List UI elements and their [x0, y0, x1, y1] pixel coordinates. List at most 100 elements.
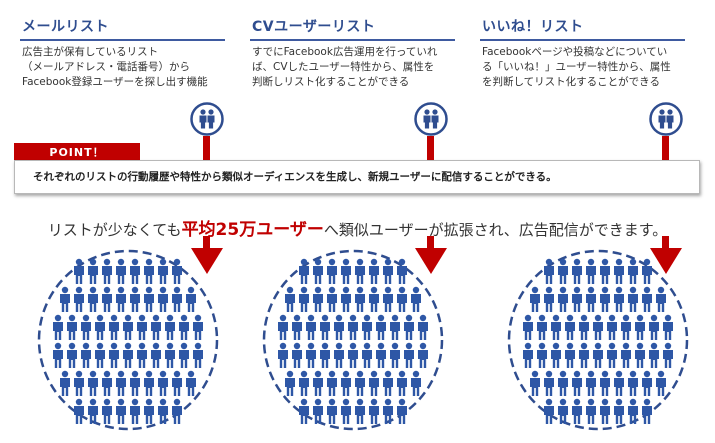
person-icon	[411, 286, 421, 312]
down-arrow-icon	[191, 248, 223, 274]
person-icon	[88, 398, 98, 424]
person-icon	[341, 398, 351, 424]
person-icon	[600, 370, 610, 396]
person-icon	[334, 314, 344, 340]
users-icon	[414, 102, 448, 136]
point-label: POINT！	[14, 143, 140, 162]
person-icon	[544, 286, 554, 312]
person-icon	[327, 398, 337, 424]
column-description: Facebookページや投稿などについてい る「いいね！」ユーザー特性から、属性…	[482, 46, 671, 88]
person-icon	[137, 314, 147, 340]
person-icon	[313, 258, 323, 284]
person-icon	[418, 314, 428, 340]
column-title: いいね！リスト	[482, 19, 584, 35]
person-icon	[586, 258, 596, 284]
person-icon	[193, 342, 203, 368]
person-icon	[115, 398, 126, 424]
person-icon	[369, 286, 379, 312]
person-icon	[101, 286, 112, 312]
person-icon	[551, 314, 561, 340]
person-icon	[355, 258, 365, 284]
person-icon	[327, 370, 337, 396]
person-icon	[600, 286, 610, 312]
person-icon	[313, 370, 323, 396]
person-icon	[74, 258, 84, 284]
column-description: 広告主が保有しているリスト （メールアドレス・電話番号）から Facebook登…	[22, 46, 208, 88]
person-icon	[313, 398, 323, 424]
person-icon	[53, 314, 63, 340]
person-icon	[362, 342, 372, 368]
person-icon	[320, 342, 330, 368]
person-icon	[306, 342, 316, 368]
connector-line	[427, 236, 434, 250]
headline-highlight: 平均25万ユーザー	[181, 220, 324, 240]
person-icon	[649, 314, 659, 340]
person-icon	[614, 398, 624, 424]
person-icon	[397, 398, 407, 424]
person-icon	[628, 286, 638, 312]
person-icon	[649, 342, 659, 368]
person-icon	[642, 398, 652, 424]
person-icon	[663, 314, 673, 340]
person-icon	[558, 370, 568, 396]
person-icon	[122, 342, 133, 368]
person-icon	[621, 314, 631, 340]
person-icon	[74, 398, 84, 424]
person-icon	[530, 370, 540, 396]
person-icon	[144, 370, 154, 396]
person-icon	[614, 258, 624, 284]
person-icon	[158, 370, 168, 396]
column-cv-user-list: CVユーザーリスト すでにFacebook広告運用を行っていれ ば、CVしたユー…	[250, 0, 460, 90]
headline: リストが少なくても平均25万ユーザーへ類似ユーザーが拡張され、広告配信ができます…	[0, 215, 715, 240]
person-icon	[355, 286, 365, 312]
person-icon	[130, 370, 140, 396]
person-icon	[607, 342, 617, 368]
person-icon	[165, 314, 175, 340]
column-like-list: いいね！リスト Facebookページや投稿などについてい る「いいね！」ユーザ…	[480, 0, 690, 90]
person-icon	[172, 286, 182, 312]
person-icon	[607, 314, 617, 340]
column-mail-list: メールリスト 広告主が保有しているリスト （メールアドレス・電話番号）から Fa…	[20, 0, 230, 90]
point-callout	[14, 160, 700, 194]
person-icon	[369, 398, 379, 424]
person-icon	[614, 370, 624, 396]
person-icon	[292, 314, 302, 340]
person-icon	[122, 314, 133, 340]
connector-line	[662, 136, 669, 160]
person-icon	[572, 370, 582, 396]
person-icon	[74, 370, 84, 396]
person-icon	[586, 398, 596, 424]
person-icon	[642, 370, 652, 396]
person-icon	[320, 314, 330, 340]
person-icon	[108, 314, 119, 340]
person-icon	[635, 314, 645, 340]
person-icon	[572, 258, 582, 284]
person-icon	[292, 342, 302, 368]
person-icon	[656, 370, 666, 396]
person-icon	[151, 314, 161, 340]
person-icon	[558, 258, 568, 284]
person-icon	[341, 258, 351, 284]
person-icon	[278, 314, 288, 340]
person-icon	[341, 370, 351, 396]
person-icon	[635, 342, 645, 368]
person-icon	[67, 342, 77, 368]
person-icon	[334, 342, 344, 368]
person-icon	[530, 286, 540, 312]
column-title: メールリスト	[22, 19, 109, 35]
person-icon	[551, 342, 561, 368]
person-icon	[81, 342, 91, 368]
person-icon	[101, 370, 112, 396]
person-icon	[369, 258, 379, 284]
person-icon	[593, 342, 603, 368]
person-icon	[628, 370, 638, 396]
column-divider	[250, 39, 455, 41]
users-icon	[190, 102, 224, 136]
person-icon	[628, 258, 638, 284]
crowd-people	[523, 258, 673, 424]
person-icon	[600, 398, 610, 424]
person-icon	[278, 342, 288, 368]
person-icon	[579, 314, 589, 340]
person-icon	[172, 258, 182, 284]
person-icon	[60, 286, 70, 312]
